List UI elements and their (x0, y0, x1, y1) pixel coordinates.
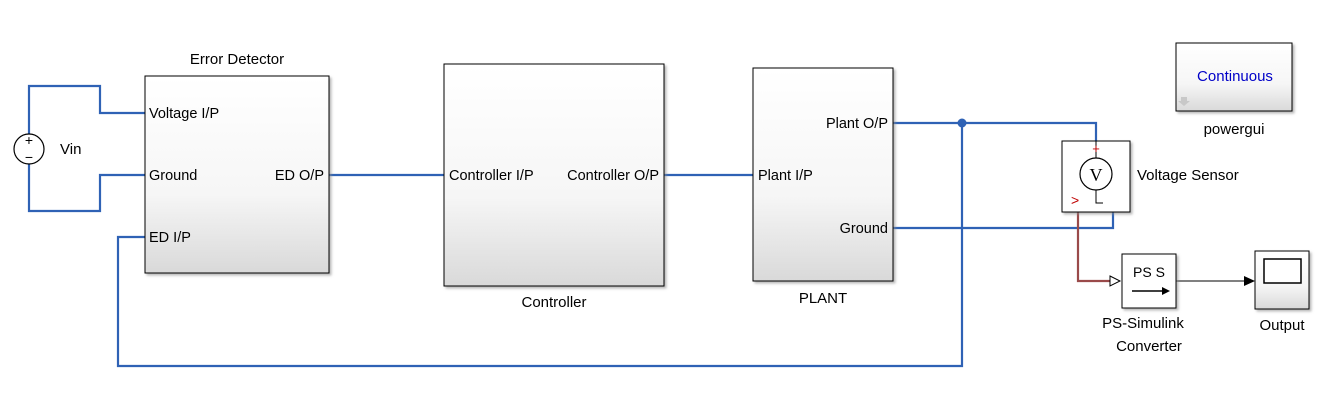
voltmeter-symbol: V (1090, 165, 1103, 185)
down-arrow-icon (1178, 97, 1190, 106)
controller-block[interactable]: Controller I/P Controller O/P Controller (443, 63, 665, 311)
voltage-sensor-title: Voltage Sensor (1137, 167, 1239, 184)
port-plant-ip: Plant I/P (758, 168, 813, 184)
sensor-plus-mark: + (1092, 141, 1100, 156)
wire-vin-plus-to-voltage-ip[interactable] (27, 84, 145, 135)
vin-minus-sign: − (25, 149, 33, 165)
ps-converter-arrow-icon (1162, 287, 1170, 295)
arrowhead-output (1244, 276, 1255, 286)
powergui-block[interactable]: Continuous powergui (1175, 42, 1293, 138)
output-title: Output (1259, 317, 1305, 334)
error-detector-title: Error Detector (190, 51, 284, 68)
branch-point (957, 118, 967, 128)
powergui-title: powergui (1204, 121, 1265, 138)
vin-plus-sign: + (25, 132, 33, 148)
ps-input-port (1109, 275, 1122, 287)
ps-converter-body[interactable] (1121, 253, 1177, 309)
wire-sensor-to-ps-converter[interactable] (1076, 203, 1110, 283)
port-controller-op: Controller O/P (567, 168, 659, 184)
port-controller-ip: Controller I/P (449, 168, 534, 184)
ps-converter-symbol: PS S (1133, 264, 1165, 280)
port-plant-ground: Ground (840, 221, 888, 237)
port-ed-op: ED O/P (275, 168, 324, 184)
vin-block[interactable]: + − Vin (13, 132, 81, 165)
plant-block[interactable]: Plant O/P Plant I/P Ground PLANT (752, 67, 894, 307)
wire-vin-minus-to-ground[interactable] (27, 163, 145, 213)
dc-voltage-source-icon (13, 133, 45, 165)
powergui-body[interactable] (1175, 42, 1293, 112)
ps-converter-title-line2: Converter (1116, 338, 1182, 355)
controller-title: Controller (521, 294, 586, 311)
voltage-sensor-block[interactable]: V + > Voltage Sensor (1061, 140, 1239, 213)
output-scope-block[interactable]: Output (1254, 250, 1310, 334)
scope-screen-icon (1263, 258, 1302, 284)
vin-label: Vin (60, 141, 81, 158)
controller-body[interactable] (443, 63, 665, 287)
ps-simulink-converter-block[interactable]: PS S PS-Simulink Converter (1102, 253, 1184, 355)
port-ground: Ground (149, 168, 197, 184)
powergui-mode: Continuous (1197, 68, 1273, 85)
port-ed-ip: ED I/P (149, 230, 191, 246)
error-detector-block[interactable]: Error Detector Voltage I/P Ground ED I/P… (144, 51, 330, 274)
plant-body[interactable] (752, 67, 894, 282)
wire-plant-op-to-sensor-plus[interactable] (893, 121, 1098, 141)
wire-feedback-to-ed-ip[interactable] (116, 123, 964, 368)
port-plant-op: Plant O/P (826, 116, 888, 132)
error-detector-body[interactable] (144, 75, 330, 274)
port-voltage-ip: Voltage I/P (149, 106, 219, 122)
sensor-minus-lead (1095, 190, 1103, 204)
wires (27, 84, 1255, 368)
ps-converter-title-line1: PS-Simulink (1102, 315, 1184, 332)
plant-title: PLANT (799, 290, 847, 307)
sensor-output-arrow: > (1071, 192, 1079, 208)
